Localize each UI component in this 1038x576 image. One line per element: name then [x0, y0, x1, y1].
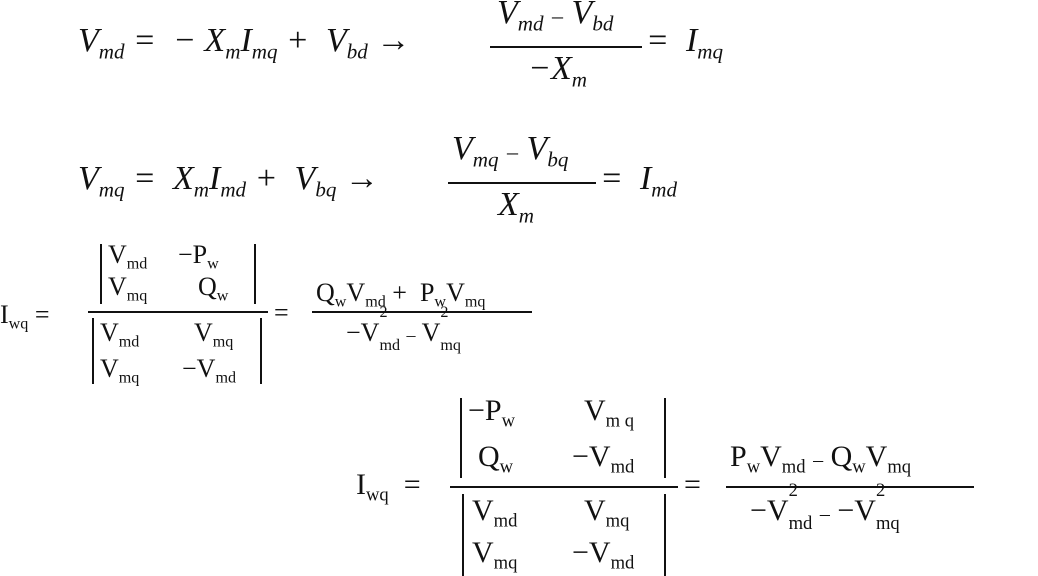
- eq1-fraction-bar: [490, 46, 642, 48]
- eq3-num-det-a: Vmd: [108, 240, 148, 273]
- eq3-num-det-left-bar: [100, 244, 102, 304]
- eq3-den-det-c: Vmq: [100, 354, 140, 387]
- eq1-rhs: = Imq: [646, 22, 724, 64]
- eq4-lhs: Iwq =: [356, 468, 421, 506]
- eq4-num-det-left-bar: [460, 398, 462, 478]
- eq4-den-det-d: −Vmd: [572, 536, 635, 574]
- eq4-den-det-right-bar: [664, 494, 666, 576]
- eq4-den-det-a: Vmd: [472, 494, 518, 532]
- eq2-rhs: = Imd: [600, 160, 678, 202]
- eq3-den-det-right-bar: [260, 318, 262, 384]
- eq4-num-det-right-bar: [664, 398, 666, 478]
- eq3-equals: =: [274, 298, 289, 327]
- eq2-fraction-bar: [448, 182, 596, 184]
- eq4-num-det-b: Vm q: [584, 394, 635, 432]
- eq3-fraction-bar-1: [88, 311, 268, 313]
- eq2-denominator: Xm: [498, 186, 535, 228]
- eq4-den-det-c: Vmq: [472, 536, 518, 574]
- eq3-num-det-b: −Pw: [178, 240, 219, 273]
- eq4-frac-num: PwVmd – QwVmq: [730, 440, 912, 478]
- eq3-den-det-b: Vmq: [194, 318, 234, 351]
- eq4-den-det-b: Vmq: [584, 494, 630, 532]
- eq3-fraction-bar-2: [312, 311, 532, 313]
- eq4-num-det-d: −Vmd: [572, 440, 635, 478]
- eq4-num-det-a: −Pw: [468, 394, 516, 432]
- eq4-num-det-c: Qw: [478, 440, 514, 478]
- eq4-den-det-left-bar: [462, 494, 464, 576]
- eq4-fraction-bar-2: [726, 486, 974, 488]
- eq2-numerator: Vmq – Vbq: [452, 130, 569, 172]
- eq3-den-det-left-bar: [92, 318, 94, 384]
- eq4-fraction-bar-1: [450, 486, 678, 488]
- eq1-numerator: Vmd – Vbd: [497, 0, 614, 36]
- eq1-lhs: Vmd = − XmImq + Vbd →: [78, 22, 411, 64]
- eq2-lhs: Vmq = XmImd + Vbq →: [78, 160, 379, 202]
- eq3-num-det-c: Vmq: [108, 272, 148, 305]
- eq3-num-det-right-bar: [254, 244, 256, 304]
- eq1-denominator: −Xm: [528, 50, 587, 92]
- eq3-den-det-d: −Vmd: [182, 354, 237, 387]
- eq3-frac-num: QwVmd + PwVmq: [316, 278, 486, 311]
- eq3-den-det-a: Vmd: [100, 318, 140, 351]
- eq3-num-det-d: Qw: [198, 272, 229, 305]
- eq4-equals: =: [684, 468, 701, 501]
- eq3-lhs: Iwq =: [0, 300, 50, 333]
